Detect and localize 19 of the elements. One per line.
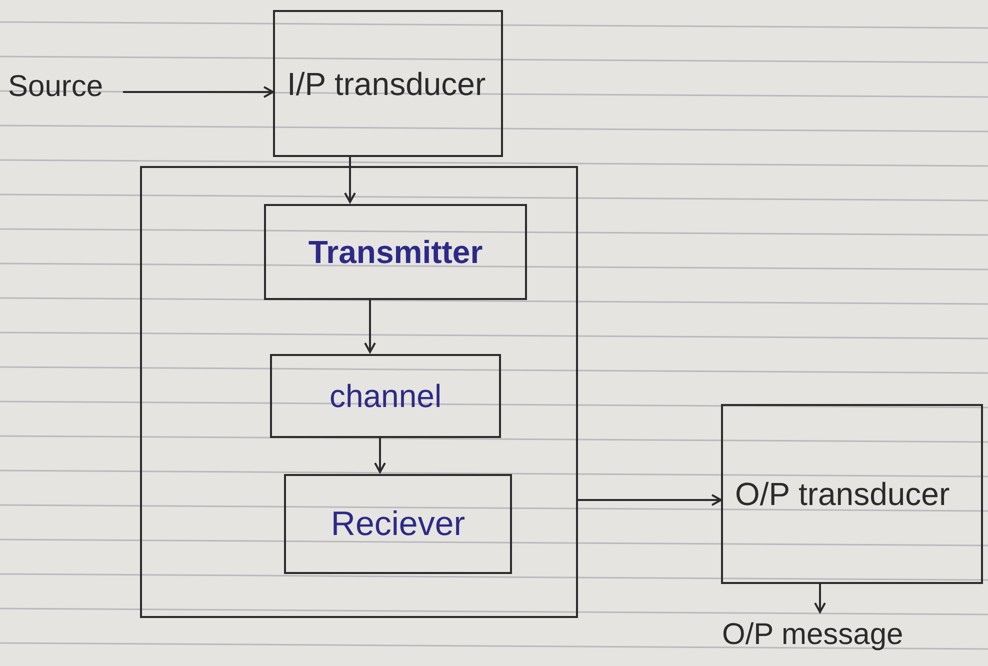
process-box	[264, 204, 527, 300]
box-label: channel	[329, 377, 442, 416]
process-box	[284, 474, 512, 574]
box-label: O/P transducer	[735, 475, 950, 514]
process-box	[273, 10, 503, 157]
system-box	[140, 166, 578, 618]
box-label: Reciever	[330, 504, 466, 545]
process-box	[270, 354, 501, 438]
arrow	[123, 86, 274, 98]
arrow	[578, 494, 722, 506]
arrow	[344, 157, 356, 203]
arrow	[374, 436, 386, 473]
arrow	[814, 584, 826, 613]
flow-label: O/P message	[722, 617, 904, 654]
arrow	[364, 298, 376, 353]
flow-label: Source	[8, 69, 104, 105]
process-box	[721, 404, 983, 584]
box-label: Transmitter	[308, 233, 483, 272]
box-label: I/P transducer	[287, 64, 486, 104]
